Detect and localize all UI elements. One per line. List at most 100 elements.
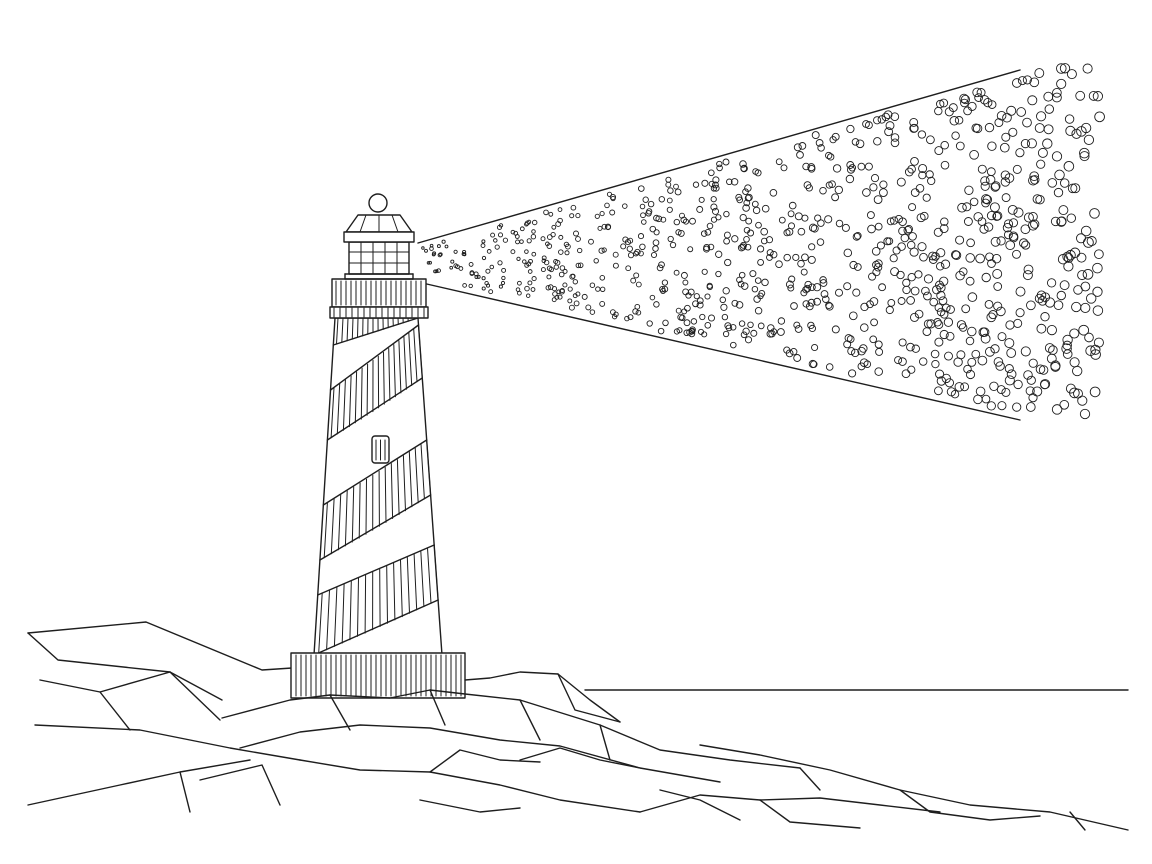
light-dot [1069, 357, 1080, 368]
light-beam [417, 63, 1105, 421]
rock-ridge [429, 749, 541, 773]
light-dot [932, 285, 942, 295]
light-dot [1071, 128, 1082, 139]
light-dot [756, 245, 765, 253]
light-dot [1034, 123, 1045, 133]
stripe-hatch [342, 379, 346, 431]
light-dot [1025, 402, 1036, 412]
light-dot [666, 206, 673, 213]
light-dot [965, 276, 975, 286]
light-dot [742, 204, 750, 212]
light-dot [965, 336, 975, 346]
light-dot [922, 193, 931, 202]
light-dot [877, 115, 886, 124]
light-dot [934, 337, 944, 347]
light-dot [494, 244, 500, 250]
light-dot [441, 239, 446, 244]
light-dot [563, 241, 570, 248]
light-dot [969, 197, 979, 207]
light-dot [907, 273, 916, 282]
light-dot [939, 276, 949, 286]
light-dot [1053, 300, 1064, 311]
light-dot [890, 112, 900, 122]
light-dot [979, 224, 989, 234]
light-dot [572, 279, 578, 285]
light-dot [902, 285, 911, 295]
light-dot [761, 278, 769, 287]
light-dot [1069, 387, 1080, 399]
lantern-room [344, 241, 414, 280]
light-dot [594, 213, 600, 219]
light-dot [740, 241, 747, 249]
light-dot [1043, 124, 1054, 135]
light-dot [846, 124, 855, 134]
light-dot [719, 296, 727, 304]
light-dot [766, 330, 775, 338]
light-dot [723, 231, 731, 239]
stripe-hatch [420, 443, 425, 500]
stripe-hatch [341, 317, 344, 343]
light-dot [984, 300, 994, 309]
light-dot [745, 217, 753, 225]
light-dot [811, 343, 819, 352]
light-dot [918, 163, 928, 174]
light-dot [1006, 348, 1017, 358]
light-dot [980, 181, 990, 191]
light-dot [704, 228, 712, 236]
light-dot [813, 283, 822, 292]
light-dot [595, 286, 601, 292]
light-dot [444, 244, 449, 249]
light-dot [971, 349, 981, 359]
light-dot [997, 332, 1007, 342]
rock-ridge [179, 771, 191, 813]
light-dot [716, 164, 723, 172]
light-dot [958, 323, 968, 332]
light-dot [911, 344, 920, 353]
light-dot [696, 301, 704, 309]
light-dot [754, 277, 762, 284]
light-dot [915, 183, 925, 193]
stripe-hatch [349, 580, 352, 641]
light-dot [896, 270, 905, 280]
light-dot [925, 170, 934, 179]
light-dot [873, 137, 882, 146]
light-dot [1089, 208, 1100, 219]
light-dot [638, 250, 644, 257]
light-dot [754, 169, 762, 177]
light-dot [1006, 369, 1017, 380]
light-dot [939, 310, 949, 319]
light-dot [804, 280, 813, 289]
light-dot [990, 182, 1000, 192]
light-dot [527, 269, 533, 274]
light-dot [851, 348, 860, 358]
light-dot [1042, 138, 1053, 149]
light-dot [426, 261, 431, 265]
light-dot [707, 169, 715, 177]
light-dot [638, 185, 645, 192]
light-dot [604, 223, 612, 230]
stripe-hatch [330, 498, 335, 555]
light-dot [1004, 375, 1015, 386]
light-dot [1047, 178, 1058, 188]
light-dot [1075, 90, 1086, 101]
light-dot [849, 311, 858, 321]
light-dot [698, 196, 705, 203]
light-dot [792, 253, 800, 261]
light-dot [553, 264, 559, 270]
light-dot [933, 227, 943, 237]
light-dot [712, 176, 720, 184]
stripe-hatch [357, 577, 359, 637]
light-dot [493, 238, 498, 243]
light-dot [907, 365, 916, 374]
light-dot [690, 318, 698, 325]
light-dot [1036, 290, 1047, 300]
light-dot [683, 329, 690, 337]
light-dot [1089, 386, 1101, 398]
light-dot [722, 158, 730, 166]
light-dot [860, 302, 869, 312]
light-dot [599, 300, 606, 307]
light-dot [757, 258, 765, 266]
light-dot [900, 233, 910, 243]
light-dot [1025, 386, 1035, 396]
light-dot [760, 227, 769, 236]
